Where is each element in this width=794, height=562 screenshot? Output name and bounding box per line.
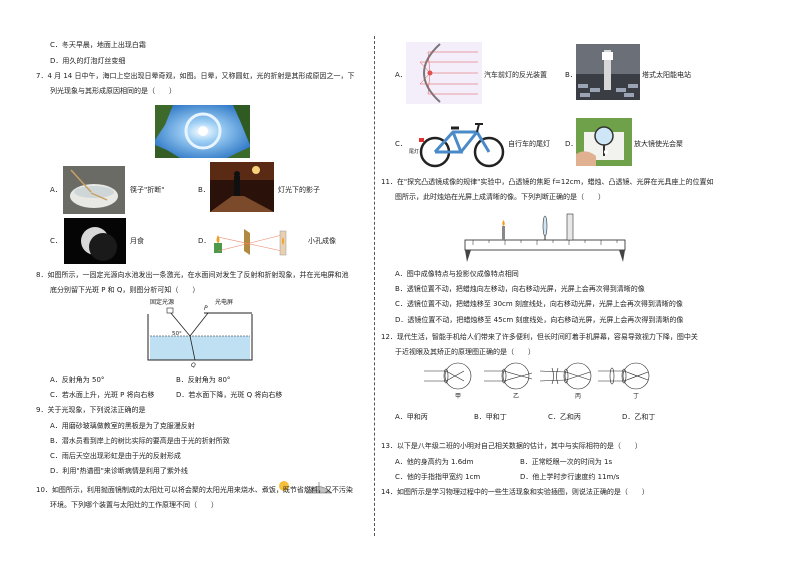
q13-option-b: B．正常眨眼一次的时间为 1s bbox=[520, 458, 613, 466]
q9-option-c: C．雨后天空出现彩虹是由于光的反射形成 bbox=[50, 452, 181, 460]
q7-option-b-caption: 灯光下的影子 bbox=[278, 186, 320, 194]
q7-option-d-label: D． bbox=[198, 237, 211, 245]
q10-option-a-label: A． bbox=[395, 71, 407, 79]
q7-option-d-caption: 小孔成像 bbox=[308, 237, 336, 245]
sun-halo-photo bbox=[155, 105, 250, 158]
q6-option-d: D．用久的灯泡灯丝变细 bbox=[50, 57, 126, 65]
lamp-shadow-photo bbox=[210, 162, 274, 212]
q7-option-a-label: A． bbox=[50, 186, 62, 194]
eye-label-bing: 丙 bbox=[575, 393, 581, 400]
chopsticks-bowl-photo bbox=[63, 166, 125, 214]
pool-reflection-diagram: 固定光源 光电屏 P 50° Q bbox=[140, 296, 260, 369]
q11-option-c: C．透镜位置不动，把蜡烛移至 30cm 刻度线处，向右移动光屏，光屏上会再次得到… bbox=[395, 300, 683, 308]
q13-option-d: D．他上学时步行速度约 11m/s bbox=[520, 473, 620, 481]
column-divider bbox=[374, 36, 375, 536]
magnifier-photo bbox=[576, 118, 632, 166]
eye-label-jia: 甲 bbox=[455, 393, 461, 400]
q6-option-c: C．冬天早晨，地面上出现白霜 bbox=[50, 41, 146, 49]
q10-option-b-label: B． bbox=[565, 71, 577, 79]
q9-option-d: D．利用"热谱图"来诊断病情是利用了紫外线 bbox=[50, 467, 188, 475]
q9-option-b: B．潜水员看到岸上的树比实际的要高是由于光的折射所致 bbox=[50, 437, 230, 445]
spot-q-label: Q bbox=[191, 362, 196, 368]
q10-stem-line1: 10．如图所示，利用抛面镜制成的太阳灶可以将会聚的太阳光用来烧水、煮饭，既节省燃… bbox=[36, 486, 353, 494]
bicycle-image: 尾灯 bbox=[405, 118, 507, 170]
eye-diagrams: 甲 乙 丙 丁 bbox=[424, 360, 660, 402]
q11-option-a: A．图中成像特点与投影仪成像特点相同 bbox=[395, 270, 519, 278]
q7-option-b-label: B． bbox=[198, 186, 210, 194]
q11-option-d: D．透镜位置不动，把蜡烛移至 45cm 刻度线处，向右移动光屏，光屏上会再次得到… bbox=[395, 316, 684, 324]
q11-stem-line2: 图所示，此时烛焰在光屏上成清晰的像。下列判断正确的是（ ） bbox=[395, 193, 605, 201]
pinhole-camera-diagram bbox=[210, 225, 308, 259]
q14-stem: 14．如图所示是学习物理过程中的一些生活现象和实验插图，则说法正确的是（ ） bbox=[381, 488, 649, 496]
q11-option-b: B．透镜位置不动，把蜡烛向左移动，向右移动光屏，光屏上会再次得到清晰的像 bbox=[395, 285, 645, 293]
q10-option-b-caption: 塔式太阳能电站 bbox=[642, 71, 691, 79]
q7-stem-line2: 列光现象与其形成原因相同的是（ ） bbox=[50, 87, 176, 95]
eye-label-yi: 乙 bbox=[513, 393, 519, 400]
q12-option-a: A．甲和丙 bbox=[395, 413, 428, 421]
headlight-reflector-diagram bbox=[406, 42, 482, 104]
q8-option-d: D．若水面下降，光斑 Q 将向右移 bbox=[176, 391, 283, 399]
q7-option-c-label: C． bbox=[50, 237, 62, 245]
tail-light-label: 尾灯 bbox=[409, 148, 419, 155]
q10-option-d-caption: 放大镜使光会聚 bbox=[634, 140, 683, 148]
q12-option-b: B．甲和丁 bbox=[474, 413, 507, 421]
q12-stem-line2: 于近视眼及其矫正的原理图正确的是（ ） bbox=[395, 348, 535, 356]
eye-label-ding: 丁 bbox=[633, 393, 639, 400]
q10-stem-line2: 环境。下列哪个装置与太阳灶的工作原理不同（ ） bbox=[50, 501, 218, 509]
q13-stem: 13．以下是八年级二班的小明对自己相关数据的估计，其中与实际相符的是（ ） bbox=[381, 442, 642, 450]
q7-option-a-caption: 筷子"折断" bbox=[130, 186, 165, 194]
q7-option-c-caption: 月食 bbox=[130, 237, 144, 245]
light-screen-label: 光电屏 bbox=[215, 298, 233, 306]
q9-stem: 9．关于光现象，下列说法正确的是 bbox=[36, 406, 146, 414]
q11-stem-line1: 11．在"探究凸透镜成像的规律"实验中，凸透镜的焦距 f=12cm，蜡烛、凸透镜… bbox=[381, 178, 714, 186]
q8-option-b: B．反射角为 80° bbox=[176, 376, 231, 384]
q13-option-a: A．他的身高约为 1.6dm bbox=[395, 458, 474, 466]
q12-option-d: D．乙和丁 bbox=[622, 413, 656, 421]
lunar-eclipse-photo bbox=[64, 218, 126, 264]
q13-option-c: C．他的手指指甲宽约 1cm bbox=[395, 473, 481, 481]
q12-stem-line1: 12．现代生活，智能手机给人们带来了许多便利，但长时间盯着手机屏幕，容易导致视力… bbox=[381, 333, 698, 341]
q8-option-c: C．若水面上升，光斑 P 将向右移 bbox=[50, 391, 155, 399]
q7-stem-line1: 7．4 月 14 日中午，海口上空出现日晕奇观，如图。日晕，又称圆虹，光的折射是… bbox=[36, 72, 355, 80]
q10-option-c-label: C． bbox=[395, 140, 407, 148]
optical-bench-diagram bbox=[463, 206, 629, 264]
q8-option-a: A．反射角为 50° bbox=[50, 376, 105, 384]
q8-stem-line1: 8．如图所示，一固定光源向水池发出一条激光，在水面间对发生了反射和折射现象，并在… bbox=[36, 271, 349, 279]
q9-option-a: A．用磨砂玻璃做教室的黑板是为了克服漫反射 bbox=[50, 422, 195, 430]
q10-option-a-caption: 汽车前灯的反光装置 bbox=[484, 71, 547, 79]
fixed-light-source-label: 固定光源 bbox=[150, 298, 174, 306]
angle-label: 50° bbox=[172, 331, 182, 337]
solar-tower-photo bbox=[576, 44, 640, 100]
solar-cooker-figure bbox=[276, 478, 336, 496]
spot-p-label: P bbox=[204, 305, 208, 312]
q8-stem-line2: 底分别留下光斑 P 和 Q，则图分析可知（ ） bbox=[50, 286, 200, 294]
q10-option-d-label: D． bbox=[565, 140, 578, 148]
q10-option-c-caption: 自行车的尾灯 bbox=[508, 140, 550, 148]
q12-option-c: C．乙和丙 bbox=[548, 413, 581, 421]
